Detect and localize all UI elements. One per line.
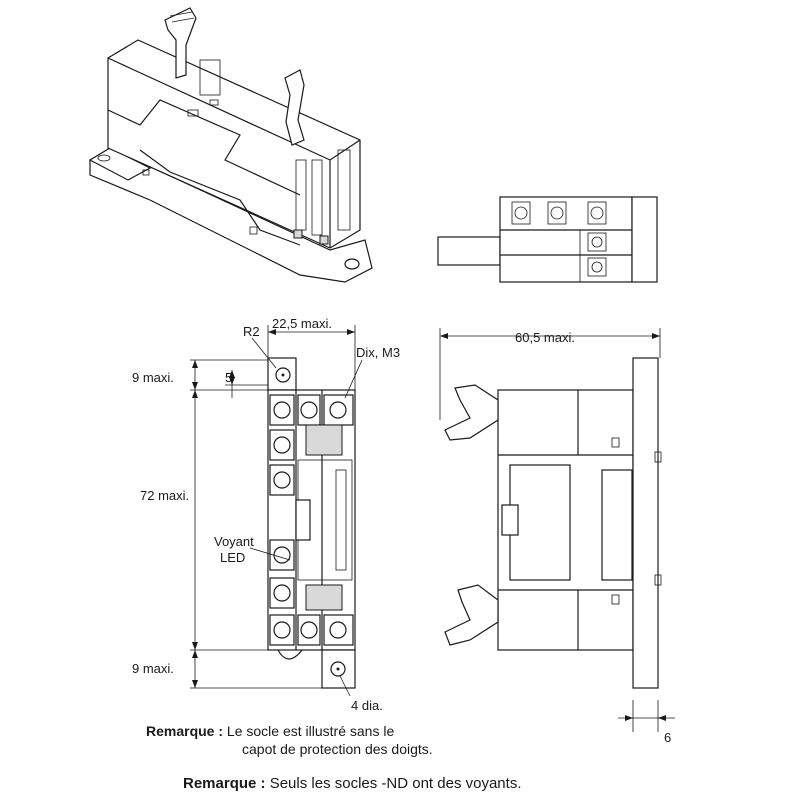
note1-text-1: Le socle est illustré sans le	[226, 723, 395, 739]
note-finger-guard: Remarque : Le socle est illustré sans le…	[146, 722, 433, 758]
led-callout-line2: LED	[220, 550, 245, 565]
side-view	[439, 328, 675, 732]
dim-depth: 60,5 maxi.	[515, 330, 575, 345]
dim-top-margin: 9 maxi.	[132, 370, 174, 385]
dim-hole-offset: 5	[225, 370, 232, 385]
dim-width-top: 22,5 maxi.	[272, 316, 332, 331]
dim-height-main: 72 maxi.	[140, 488, 189, 503]
dim-radius: R2	[243, 324, 260, 339]
note2-text: Seuls les socles -ND ont des voyants.	[269, 775, 522, 792]
note1-label: Remarque :	[146, 723, 224, 739]
dim-hole-dia: 4 dia.	[351, 698, 383, 713]
dim-screw: Dix, M3	[356, 345, 400, 360]
dim-bottom-margin: 9 maxi.	[132, 661, 174, 676]
top-view-terminals	[511, 201, 607, 277]
isometric-view	[88, 7, 373, 283]
led-callout-line1: Voyant	[214, 534, 254, 549]
front-view-terminals	[269, 394, 354, 646]
note-led-sockets: Remarque : Seuls les socles -ND ont des …	[183, 775, 521, 793]
note2-label: Remarque :	[183, 775, 266, 792]
note1-text-2: capot de protection des doigts.	[242, 741, 433, 757]
front-view	[190, 325, 363, 697]
top-view	[437, 196, 658, 283]
dim-rail: 6	[664, 730, 671, 745]
